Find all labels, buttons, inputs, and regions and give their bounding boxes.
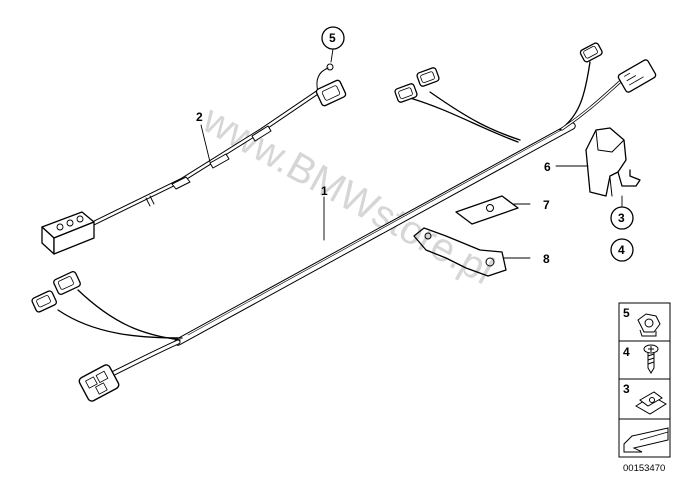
- connector-top-mid-1: [416, 67, 440, 87]
- callout-8: 8: [543, 252, 550, 266]
- connector-block: [41, 211, 95, 255]
- connector-small-harness-top: [315, 79, 347, 107]
- connector-top-mid-2: [394, 83, 418, 103]
- watermark: www.BMWstore.pl: [195, 97, 501, 293]
- main-harness: [57, 61, 624, 378]
- callout-4-circle: [610, 238, 634, 262]
- callout-3: 3: [618, 211, 625, 225]
- callout-5-circle: [321, 26, 345, 50]
- bracket-part-8: [413, 227, 507, 277]
- connector-top-right-1: [579, 42, 603, 63]
- plate-part-7: [455, 195, 519, 225]
- clip-nut-icon: [635, 391, 667, 415]
- document-number: 00153470: [623, 463, 665, 474]
- callout-3-circle: [610, 206, 634, 230]
- legend-number-4: 4: [623, 345, 630, 359]
- callout-6: 6: [544, 160, 551, 174]
- callout-1: 1: [321, 184, 328, 198]
- callout-2: 2: [196, 110, 203, 124]
- screw-icon: [643, 344, 659, 374]
- leader-lines: [200, 48, 623, 259]
- arrow-icon: [623, 427, 669, 453]
- legend-number-5: 5: [623, 306, 630, 320]
- legend-number-3: 3: [623, 382, 630, 396]
- callout-7: 7: [543, 198, 550, 212]
- callout-5: 5: [329, 31, 336, 45]
- hex-nut-icon: [637, 313, 661, 337]
- connector-top-right-2: [617, 59, 657, 93]
- connector-left-1: [53, 271, 81, 295]
- connector-bottom-left: [78, 364, 120, 402]
- bracket-part-6: [585, 127, 641, 197]
- connector-left-2: [31, 290, 58, 313]
- legend-panel: 5 4 3: [618, 302, 671, 458]
- callout-4: 4: [618, 243, 625, 257]
